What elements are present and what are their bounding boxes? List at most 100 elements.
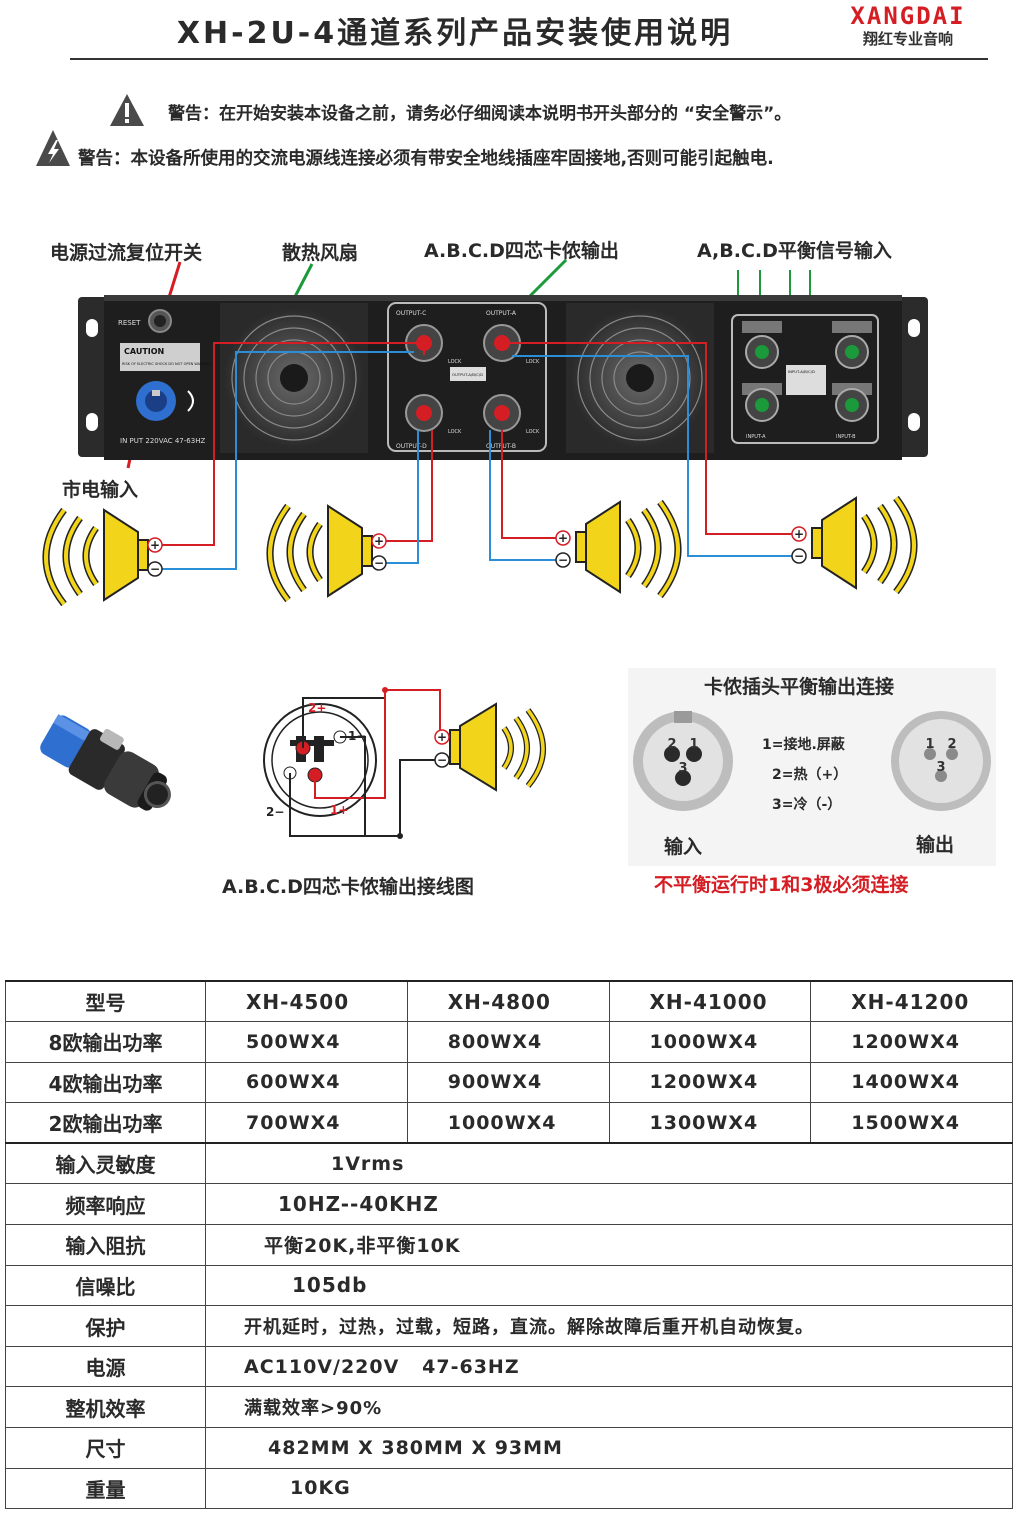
female-pin-2: 2 xyxy=(667,737,676,752)
row-label: 8欧输出功率 xyxy=(5,1021,206,1063)
xlr-legend: 1=接地.屏蔽 2=热（+） 3=冷（-） xyxy=(762,730,847,820)
model-cell: XH-4800 xyxy=(406,980,610,1023)
label-mains-input: 市电输入 xyxy=(62,479,139,501)
mains-spec-text: IN PUT 220VAC 47-63HZ xyxy=(120,437,205,445)
brand-name-cn: 翔红专业音响 xyxy=(862,30,953,48)
pin-label-1-minus: 1− xyxy=(348,729,366,743)
lock-text-d: LOCK xyxy=(448,429,462,435)
label-speakon-output: A.B.C.D四芯卡侬输出 xyxy=(424,240,619,262)
row-label: 输入灵敏度 xyxy=(5,1142,206,1185)
female-pin-3: 3 xyxy=(678,761,687,776)
polarity-plus-3: + xyxy=(558,531,568,545)
spec-value: 满载效率>90% xyxy=(205,1386,1013,1429)
power-cell: 700WX4 xyxy=(205,1102,408,1144)
row-label: 信噪比 xyxy=(5,1264,206,1307)
table-row: 输入阻抗 平衡20K,非平衡10K xyxy=(5,1224,1013,1266)
page-title: XH-2U-4通道系列产品安装使用说明 xyxy=(176,16,734,51)
model-header: 型号 xyxy=(5,980,206,1023)
lock-text-c: LOCK xyxy=(448,359,462,365)
xlr-female-connector: 2 1 3 xyxy=(633,711,733,811)
speakon-output-d[interactable] xyxy=(405,394,443,432)
polarity-minus-1: − xyxy=(150,562,160,576)
xlr-input-d[interactable] xyxy=(832,383,872,422)
output-d-text: OUTPUT-D xyxy=(396,443,427,450)
xlr-input-b[interactable] xyxy=(832,321,872,369)
speaker-2 xyxy=(266,503,373,603)
row-label: 尺寸 xyxy=(5,1427,206,1469)
output-a-text: OUTPUT-A xyxy=(486,310,517,317)
input-mode-text: INPUT-A/B/C/D xyxy=(788,369,815,374)
warning-triangle-icon xyxy=(110,94,144,126)
xlr-legend-pin1: 1=接地.屏蔽 xyxy=(762,737,845,753)
male-pin-3: 3 xyxy=(936,760,945,775)
lock-text-b: LOCK xyxy=(526,429,540,435)
table-row: 重量 10KG xyxy=(5,1467,1013,1510)
model-cell: XH-4500 xyxy=(205,980,408,1023)
reset-text: RESET xyxy=(118,319,141,327)
electric-shock-icon xyxy=(36,130,70,166)
power-cell: 1200WX4 xyxy=(810,1021,1013,1063)
xlr-male-connector: 1 2 3 xyxy=(891,711,991,811)
xlr-output-label: 输出 xyxy=(916,834,955,856)
power-cell: 500WX4 xyxy=(205,1021,408,1063)
speaker-3 xyxy=(575,499,682,599)
output-c-text: OUTPUT-C xyxy=(396,310,426,317)
wiring-speaker: + − xyxy=(434,702,546,792)
row-label: 重量 xyxy=(5,1467,206,1510)
table-row: 频率响应 10HZ--40KHZ xyxy=(5,1183,1013,1226)
row-label: 整机效率 xyxy=(5,1386,206,1429)
power-cell: 1400WX4 xyxy=(810,1061,1013,1104)
male-pin-2: 2 xyxy=(947,737,956,752)
table-row: 信噪比 105db xyxy=(5,1264,1013,1307)
polarity-minus-2: − xyxy=(374,556,384,570)
table-row: 输入灵敏度 1Vrms xyxy=(5,1142,1013,1185)
polarity-plus-1: + xyxy=(150,538,160,552)
table-row: 尺寸 482MM X 380MM X 93MM xyxy=(5,1427,1013,1469)
warning-read-manual: 警告：在开始安装本设备之前，请务必仔细阅读本说明书开头部分的 “安全警示”。 xyxy=(168,104,792,124)
speaker-wiring: + − + − + − + − xyxy=(42,342,918,607)
row-label: 电源 xyxy=(5,1345,206,1388)
speakon-output-b[interactable] xyxy=(483,394,521,432)
model-cell: XH-41000 xyxy=(608,980,812,1023)
xlr-input-label: 输入 xyxy=(664,836,703,858)
pin-label-2-plus: 2+ xyxy=(308,701,326,715)
warning-grounding: 警告：本设备所使用的交流电源线连接必须有带安全地线插座牢固接地,否则可能引起触电… xyxy=(78,149,774,169)
caution-note-text: RISK OF ELECTRIC SHOCK DO NOT OPEN WARNI… xyxy=(122,362,212,366)
header-divider xyxy=(70,58,988,60)
power-cell: 1000WX4 xyxy=(406,1102,610,1144)
wiring-polarity-plus: + xyxy=(437,730,447,744)
caution-text: CAUTION xyxy=(124,347,164,356)
xlr-unbalanced-note: 不平衡运行时1和3极必须连接 xyxy=(654,874,909,896)
speakon-plug-image xyxy=(40,714,171,811)
spec-value: 105db xyxy=(205,1264,1013,1307)
xlr-input-c[interactable] xyxy=(742,383,782,422)
speakon-wiring-diagram: 2+ 1− 1+ 2− + − xyxy=(263,687,546,839)
power-cell: 600WX4 xyxy=(205,1061,408,1104)
power-cell: 800WX4 xyxy=(406,1021,610,1063)
pin-label-2-minus: 2− xyxy=(266,805,284,819)
female-pin-1: 1 xyxy=(689,737,698,752)
table-row: 2欧输出功率 700WX4 1000WX4 1300WX4 1500WX4 xyxy=(5,1102,1013,1144)
power-cell: 1300WX4 xyxy=(608,1102,812,1144)
xlr-title: 卡侬插头平衡输出连接 xyxy=(704,676,895,698)
polarity-plus-4: + xyxy=(794,527,804,541)
output-b-text: OUTPUT-B xyxy=(486,443,516,450)
row-label: 4欧输出功率 xyxy=(5,1061,206,1104)
polarity-minus-4: − xyxy=(794,549,804,563)
table-row: 电源 AC110V/220V 47-63HZ xyxy=(5,1345,1013,1388)
xlr-input-a[interactable] xyxy=(742,321,782,369)
power-cell: 1000WX4 xyxy=(608,1021,812,1063)
spec-value: 开机延时，过热，过载，短路，直流。解除故障后重开机自动恢复。 xyxy=(205,1305,1013,1347)
male-pin-1: 1 xyxy=(925,737,934,752)
lock-text-a: LOCK xyxy=(526,359,540,365)
pin-label-1-plus: 1+ xyxy=(330,803,348,817)
spec-value: 10KG xyxy=(205,1467,1013,1510)
speaker-4 xyxy=(811,495,918,595)
spec-value: 1Vrms xyxy=(205,1142,1013,1185)
power-cell: 1500WX4 xyxy=(810,1102,1013,1144)
input-b-text: INPUT-B xyxy=(836,434,856,440)
power-cell: 900WX4 xyxy=(406,1061,610,1104)
wiring-caption: A.B.C.D四芯卡侬输出接线图 xyxy=(222,876,474,898)
xlr-legend-pin3: 3=冷（-） xyxy=(772,797,842,813)
spec-table: 型号 XH-4500 XH-4800 XH-41000 XH-41200 8欧输… xyxy=(5,980,1013,1510)
